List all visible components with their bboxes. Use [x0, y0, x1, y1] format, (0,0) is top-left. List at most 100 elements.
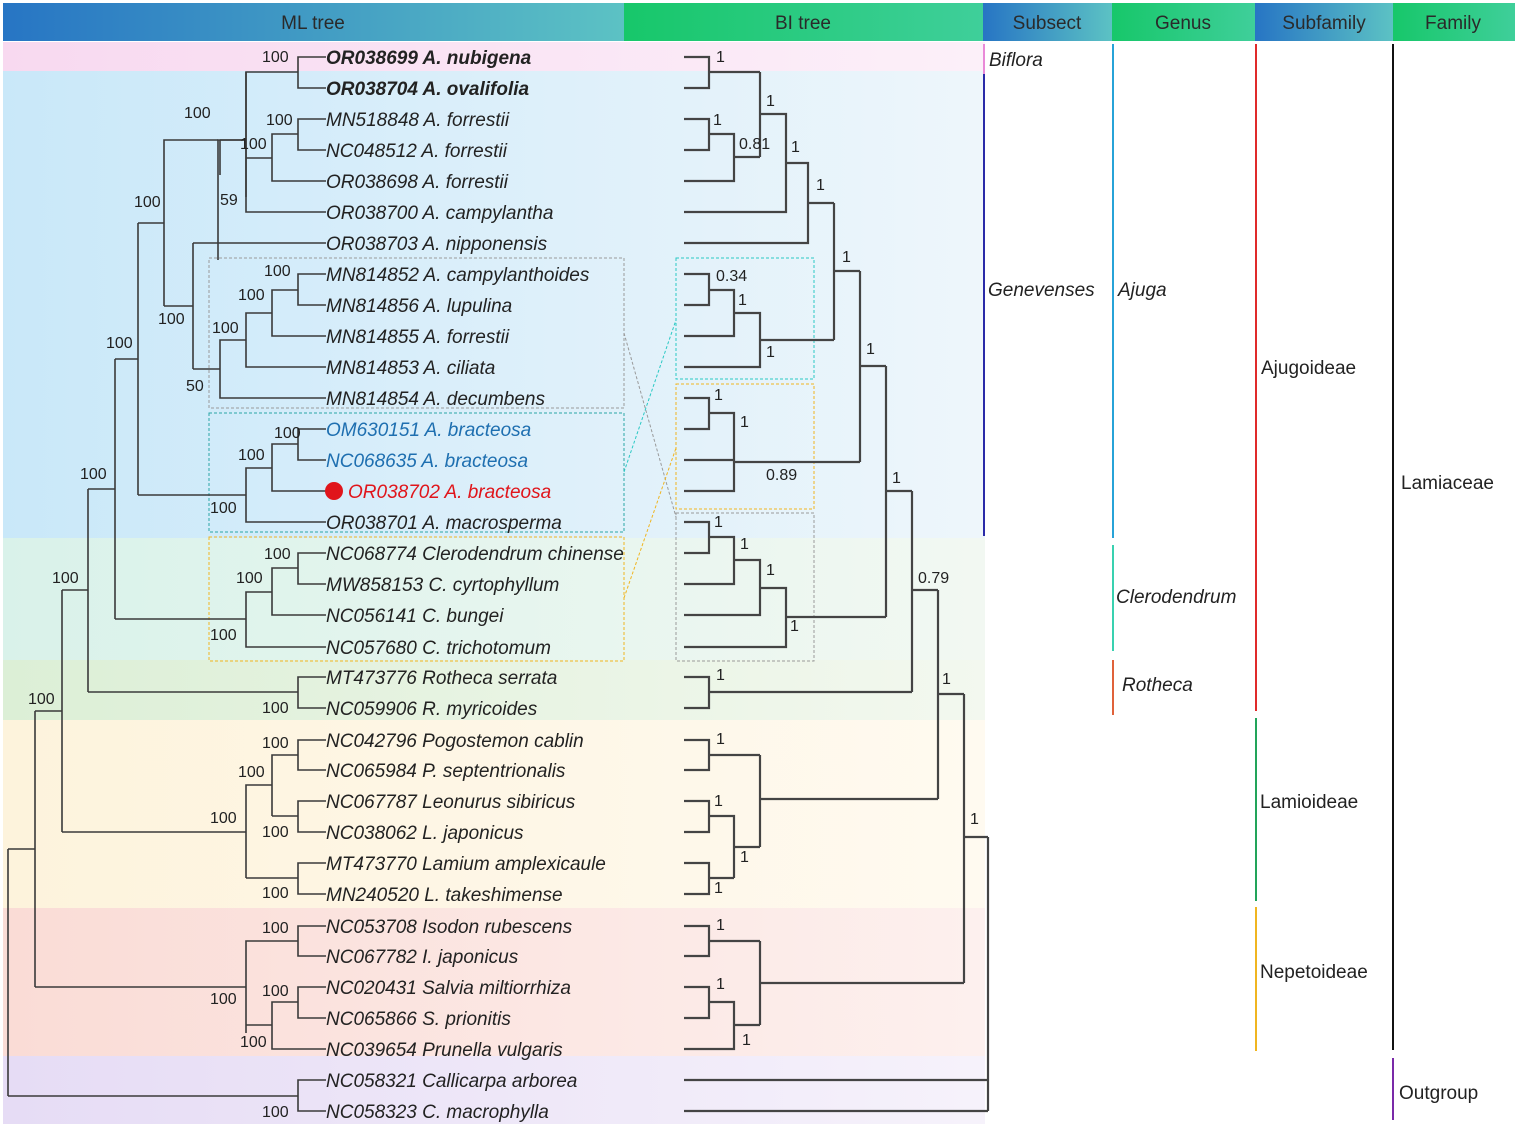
header-bar: ML tree BI tree Subsect Genus Subfamily …	[3, 3, 1515, 41]
ml-support-value: 100	[262, 920, 289, 937]
ml-support-value: 50	[186, 378, 204, 395]
ml-branch	[245, 940, 298, 1033]
ml-support-value: 100	[264, 263, 291, 280]
box-ml-clerodendrum-group	[208, 536, 625, 662]
ml-support-value: 100	[262, 983, 289, 1000]
box-bi-bracteosa-group	[675, 383, 815, 510]
bi-support-value: 1	[716, 731, 725, 748]
taxon-label: NC056141 C. bungei	[326, 606, 504, 627]
header-genus-label: Genus	[1155, 13, 1211, 34]
ml-support-value: 100	[236, 570, 263, 587]
genus-column: Ajuga Clerodendrum Rotheca	[1112, 44, 1236, 715]
subsect-biflora-label: Biflora	[989, 50, 1043, 71]
taxon-label: NC068774 Clerodendrum chinense	[326, 544, 624, 565]
ml-branch	[271, 754, 298, 816]
ml-tree	[7, 56, 326, 1112]
taxon-label: NC048512 A. forrestii	[326, 141, 508, 162]
bi-support-value: 1	[942, 671, 951, 688]
new-sequence-marker	[325, 482, 343, 500]
ml-support-value: 59	[220, 192, 238, 209]
ml-branch	[245, 72, 326, 213]
ml-branch	[163, 139, 218, 306]
header-bi-tree-label: BI tree	[775, 13, 831, 34]
bi-support-value: 1	[892, 470, 901, 487]
header-subsect	[983, 3, 1112, 41]
bi-support-value: 1	[766, 93, 775, 110]
subsect-genevenses-label: Genevenses	[988, 280, 1095, 301]
ml-support-value: 100	[262, 49, 289, 66]
taxon-label: OR038699 A. nubigena	[326, 48, 532, 69]
ml-support-value: 100	[266, 112, 293, 129]
taxon-label: MW858153 C. cyrtophyllum	[326, 575, 559, 596]
bi-support-value: 1	[740, 414, 749, 431]
taxon-label: NC053708 Isodon rubescens	[326, 917, 573, 938]
connector-clerodendrum-group	[623, 447, 677, 599]
bi-branch	[709, 814, 736, 878]
ml-support-value: 100	[274, 425, 301, 442]
taxon-label: NC059906 R. myricoides	[326, 699, 538, 720]
ml-support-value: 100	[264, 546, 291, 563]
taxon-label: MN814853 A. ciliata	[326, 358, 495, 379]
taxon-label: OR038702 A. bracteosa	[348, 482, 551, 503]
bi-support-value: 1	[714, 387, 723, 404]
taxon-label: MN814854 A. decumbens	[326, 389, 545, 410]
band-outgroup	[3, 1056, 985, 1124]
bi-branch	[684, 411, 736, 493]
bi-support-value: 1	[738, 292, 747, 309]
box-ml-bracteosa-group	[208, 412, 625, 533]
bi-support-value: 0.89	[766, 467, 797, 484]
bi-support-value: 0.34	[716, 268, 747, 285]
bi-support-value: 1	[714, 514, 723, 531]
ml-support-value: 100	[262, 735, 289, 752]
bi-support-value: 0.81	[739, 136, 770, 153]
header-subfamily-label: Subfamily	[1282, 13, 1366, 34]
taxon-label: NC020431 Salvia miltiorrhiza	[326, 978, 571, 999]
band-genevenses	[3, 71, 985, 538]
band-lamioideae	[3, 720, 985, 908]
genus-clerodendrum-label: Clerodendrum	[1116, 587, 1236, 608]
bi-support-value: 1	[714, 793, 723, 810]
genus-rotheca-label: Rotheca	[1122, 675, 1193, 696]
ml-support-value: 100	[210, 500, 237, 517]
taxon-label: OR038701 A. macrosperma	[326, 513, 562, 534]
band-clerodendrum	[3, 538, 985, 660]
ml-support-value: 100	[210, 991, 237, 1008]
bi-support-value: 1	[716, 667, 725, 684]
taxon-label: MN814856 A. lupulina	[326, 296, 512, 317]
taxon-label: NC058323 C. macrophylla	[326, 1102, 549, 1123]
taxon-label: OR038703 A. nipponensis	[326, 234, 548, 255]
ml-support-value: 100	[212, 320, 239, 337]
taxon-label: MT473770 Lamium amplexicaule	[326, 854, 606, 875]
subfamily-ajugoideae-label: Ajugoideae	[1261, 358, 1356, 379]
ml-support-value: 100	[262, 1104, 289, 1121]
subfamily-column: Ajugoideae Lamioideae Nepetoideae	[1255, 44, 1368, 1051]
bi-support-value: 1	[766, 562, 775, 579]
ml-support-value: 100	[28, 691, 55, 708]
taxon-label: NC065866 S. prionitis	[326, 1009, 511, 1030]
taxon-label: MN518848 A. forrestii	[326, 110, 510, 131]
connector-bracteosa-group	[623, 319, 677, 473]
ml-support-value: 100	[238, 764, 265, 781]
bi-support-value: 1	[740, 849, 749, 866]
bi-support-value: 1	[816, 177, 825, 194]
clade-bands	[3, 42, 985, 1124]
bi-support-value: 0.79	[918, 570, 949, 587]
taxon-label: OR038700 A. campylantha	[326, 203, 553, 224]
taxon-label: OR038698 A. forrestii	[326, 172, 509, 193]
box-bi-clerodendrum-group	[675, 512, 815, 662]
header-family-label: Family	[1425, 13, 1481, 34]
ml-support-value: 100	[240, 1034, 267, 1051]
bi-support-value: 1	[842, 249, 851, 266]
highlight-boxes	[208, 257, 815, 662]
ml-support-value: 100	[238, 287, 265, 304]
header-subsect-label: Subsect	[1013, 13, 1082, 34]
header-bi-tree	[624, 3, 983, 41]
taxon-label: MN814855 A. forrestii	[326, 327, 510, 348]
bi-support-value: 1	[791, 139, 800, 156]
subsect-column: Biflora Genevenses	[983, 44, 1095, 536]
ml-support-value: 100	[52, 570, 79, 587]
bi-support-value: 1	[713, 112, 722, 129]
